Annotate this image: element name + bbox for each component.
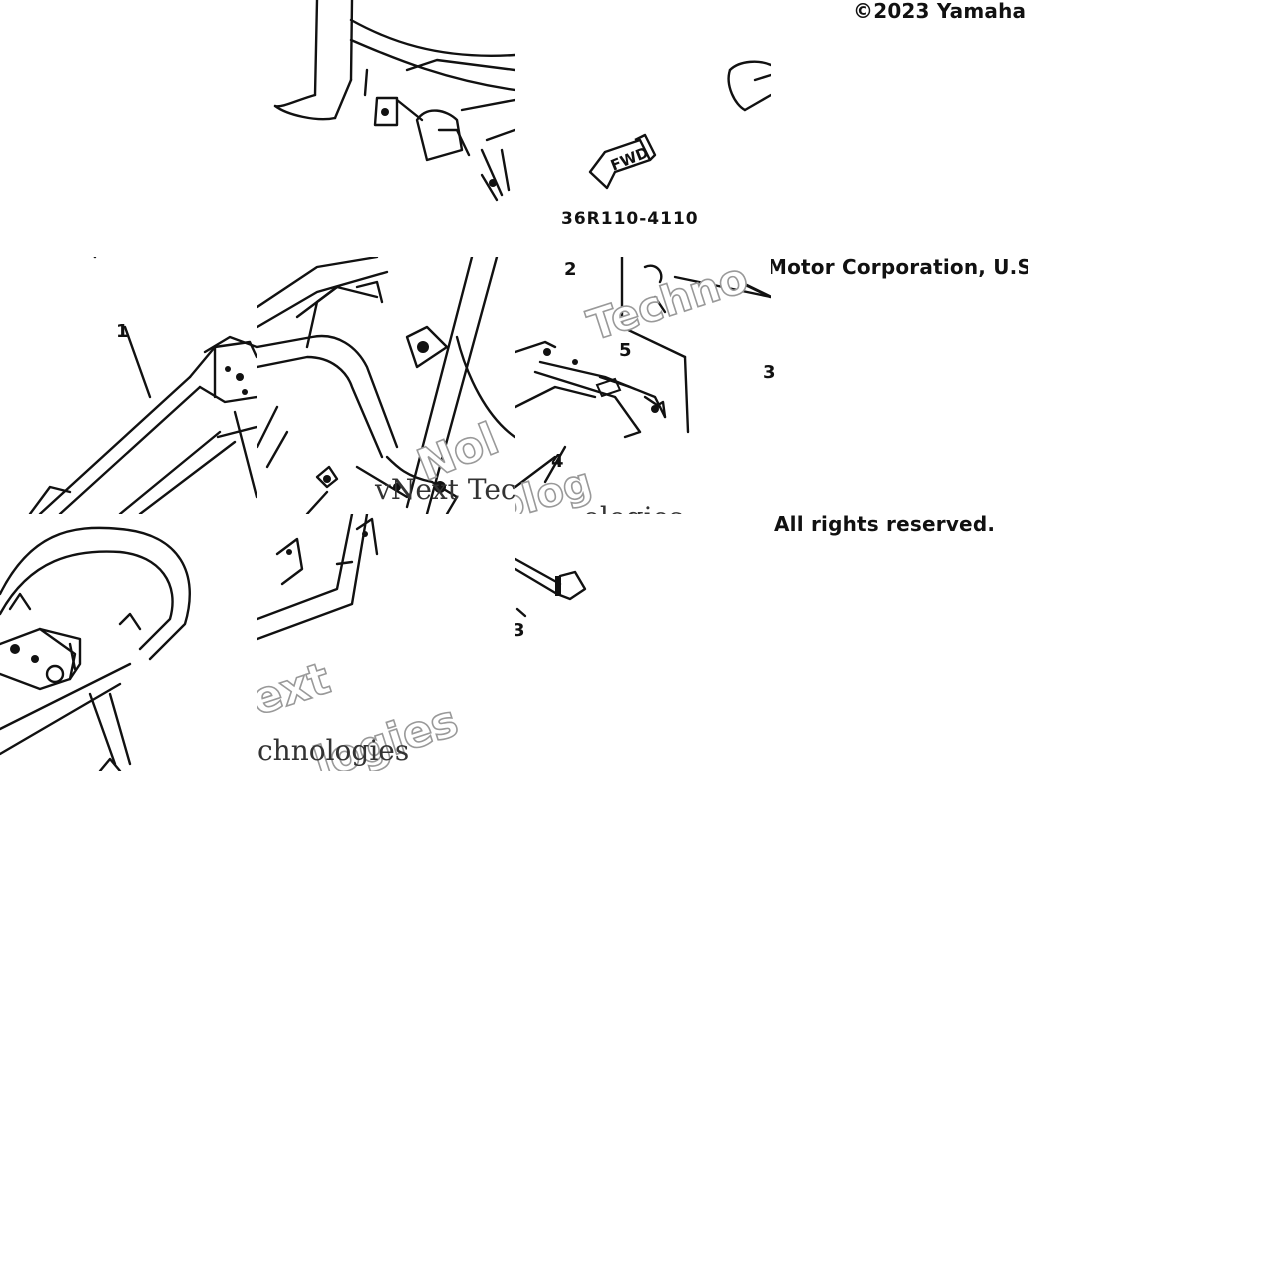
callout-2: 2 (564, 259, 577, 280)
copyright-line-2: Motor Corporation, U.S.A. (771, 255, 1028, 279)
copyright-clip-top: ©2023 Yamaha M (771, 0, 1028, 30)
frame-rails-drawing (257, 514, 379, 641)
callout-3-edge: 3 (763, 362, 776, 383)
diagram-tile-rear-loop (0, 514, 257, 771)
frame-headstock-drawing (273, 0, 515, 202)
bolt-drawing (515, 557, 587, 618)
callout-4: 4 (551, 451, 564, 472)
copyright-clip-middle: Motor Corporation, U.S.A. (771, 254, 1028, 284)
diagram-tile-fwd: FWD 36R110-4110 (515, 0, 771, 257)
watermark-ologies-serif: ologies (583, 501, 684, 514)
diagram-tile-rear-frame: 1 (0, 257, 257, 514)
diagram-tile-headstock (257, 0, 515, 257)
diagram-tile-bolt: 3 (515, 514, 771, 771)
copyright-line-3: All rights reserved. (774, 512, 996, 536)
callout-5: 5 (619, 340, 632, 361)
callout-1: 1 (116, 321, 129, 342)
copyright-line-1: ©2023 Yamaha M (853, 0, 1028, 23)
fwd-arrow-icon (588, 60, 771, 190)
diagram-tile-center-frame: vNext Tec Nol (257, 257, 515, 514)
part-code-label: 36R110-4110 (561, 209, 699, 229)
callout-3: 3 (515, 620, 525, 641)
watermark-vnext-tec: vNext Tec (375, 473, 515, 506)
rear-loop-drawing (0, 526, 191, 771)
diagram-tile-bracket: 2 5 4 Techno olog ologies (515, 257, 771, 514)
watermark-chnologies-serif: chnologies (257, 734, 410, 767)
rear-frame-drawing (28, 257, 257, 514)
center-frame-drawing (257, 257, 515, 514)
diagram-tile-frame-rails: ext logies chnologies (257, 514, 515, 771)
copyright-clip-bottom: All rights reserved. (771, 511, 1028, 541)
bracket-drawing (515, 257, 771, 489)
